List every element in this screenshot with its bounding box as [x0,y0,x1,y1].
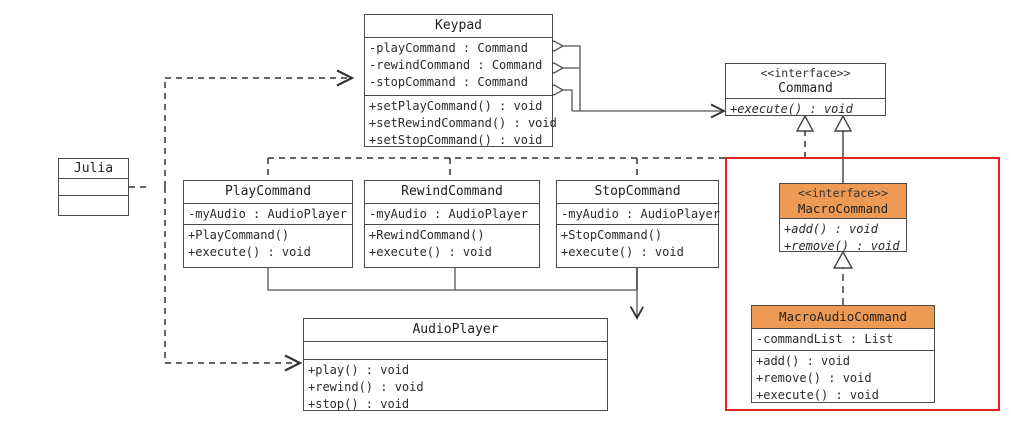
method-row: +execute() : void [369,245,492,259]
class-header-command: <<interface>> Command [726,64,885,99]
class-name-playcommand: PlayCommand [224,184,312,199]
class-box-stopcommand[interactable]: StopCommand -myAudio : AudioPlayer +Stop… [556,180,720,268]
method-row: +setPlayCommand() : void [369,99,543,113]
class-name-audioplayer: AudioPlayer [412,322,499,337]
method-row: +stop() : void [308,397,410,411]
stereotype-label-command: <<interface>> [760,66,851,80]
class-name-keypad: Keypad [435,18,482,33]
stereotype-label-macrocommand: <<interface>> [797,186,888,200]
class-header-audioplayer: AudioPlayer [304,319,607,342]
method-row: +execute() : void [561,245,684,259]
method-row: +remove() : void [784,239,900,253]
class-name-stopcommand: StopCommand [594,184,681,199]
class-name-macroaudiocommand: MacroAudioCommand [779,309,907,324]
method-row: +RewindCommand() [369,228,485,242]
method-row: +remove() : void [756,371,872,385]
aggregation-connector-keypad-command [543,40,727,119]
methods-audioplayer: +play() : void +rewind() : void +stop() … [304,360,607,416]
class-header-julia: Julia [59,159,128,179]
class-box-keypad[interactable]: Keypad -playCommand : Command -rewindCom… [364,14,557,147]
class-box-macrocommand[interactable]: <<interface>> MacroCommand +add() : void… [779,183,907,253]
attributes-stopcommand: -myAudio : AudioPlayer [557,204,720,225]
method-row: +add() : void [756,354,850,368]
macro-command-highlight-box [725,157,1000,411]
class-box-command[interactable]: <<interface>> Command +execute() : void [725,63,886,116]
class-box-julia[interactable]: Julia [58,158,129,216]
methods-julia [59,196,128,213]
method-row: +execute() : void [188,245,311,259]
method-row: +execute() : void [756,388,879,402]
method-row: +setStopCommand() : void [369,133,543,147]
class-box-macroaudiocommand[interactable]: MacroAudioCommand -commandList : List +a… [751,305,935,403]
attributes-rewindcommand: -myAudio : AudioPlayer [365,204,539,225]
method-row: +setRewindCommand() : void [369,116,557,130]
methods-command: +execute() : void [726,99,885,121]
methods-stopcommand: +StopCommand() +execute() : void [557,225,718,264]
class-box-audioplayer[interactable]: AudioPlayer +play() : void +rewind() : v… [303,318,608,411]
class-name-macrocommand: MacroCommand [797,201,889,216]
attributes-macroaudiocommand: -commandList : List [752,329,934,351]
method-row: +execute() : void [730,102,853,116]
attributes-keypad: -playCommand : Command -rewindCommand : … [365,38,552,96]
methods-keypad: +setPlayCommand() : void +setRewindComma… [365,96,557,152]
attributes-playcommand: -myAudio : AudioPlayer [184,204,352,225]
attribute-row: -myAudio : AudioPlayer [561,207,720,221]
method-row: +StopCommand() [561,228,663,242]
methods-macrocommand: +add() : void +remove() : void [780,219,906,258]
attribute-row: -stopCommand : Command [369,75,528,89]
class-header-playcommand: PlayCommand [184,181,352,204]
attribute-row: -myAudio : AudioPlayer [188,207,347,221]
class-header-macroaudiocommand: MacroAudioCommand [752,306,934,329]
attribute-row: -commandList : List [756,332,894,346]
methods-macroaudiocommand: +add() : void +remove() : void +execute(… [752,351,934,407]
attribute-row: -myAudio : AudioPlayer [369,207,528,221]
class-header-stopcommand: StopCommand [557,181,718,204]
methods-rewindcommand: +RewindCommand() +execute() : void [365,225,539,264]
attributes-julia [59,179,128,196]
methods-playcommand: +PlayCommand() +execute() : void [184,225,352,264]
attribute-row: -playCommand : Command [369,41,528,55]
class-header-rewindcommand: RewindCommand [365,181,539,204]
method-row: +rewind() : void [308,380,424,394]
method-row: +add() : void [784,222,878,236]
class-name-julia: Julia [73,161,114,176]
class-box-playcommand[interactable]: PlayCommand -myAudio : AudioPlayer +Play… [183,180,353,268]
class-box-rewindcommand[interactable]: RewindCommand -myAudio : AudioPlayer +Re… [364,180,540,268]
method-row: +play() : void [308,363,410,377]
class-header-macrocommand: <<interface>> MacroCommand [780,184,906,219]
class-name-command: Command [778,81,833,96]
attributes-audioplayer [304,342,607,360]
method-row: +PlayCommand() [188,228,290,242]
association-connector-commands-audioplayer [267,268,637,318]
class-header-keypad: Keypad [365,15,552,38]
class-name-rewindcommand: RewindCommand [401,184,503,199]
attribute-row: -rewindCommand : Command [369,58,543,72]
